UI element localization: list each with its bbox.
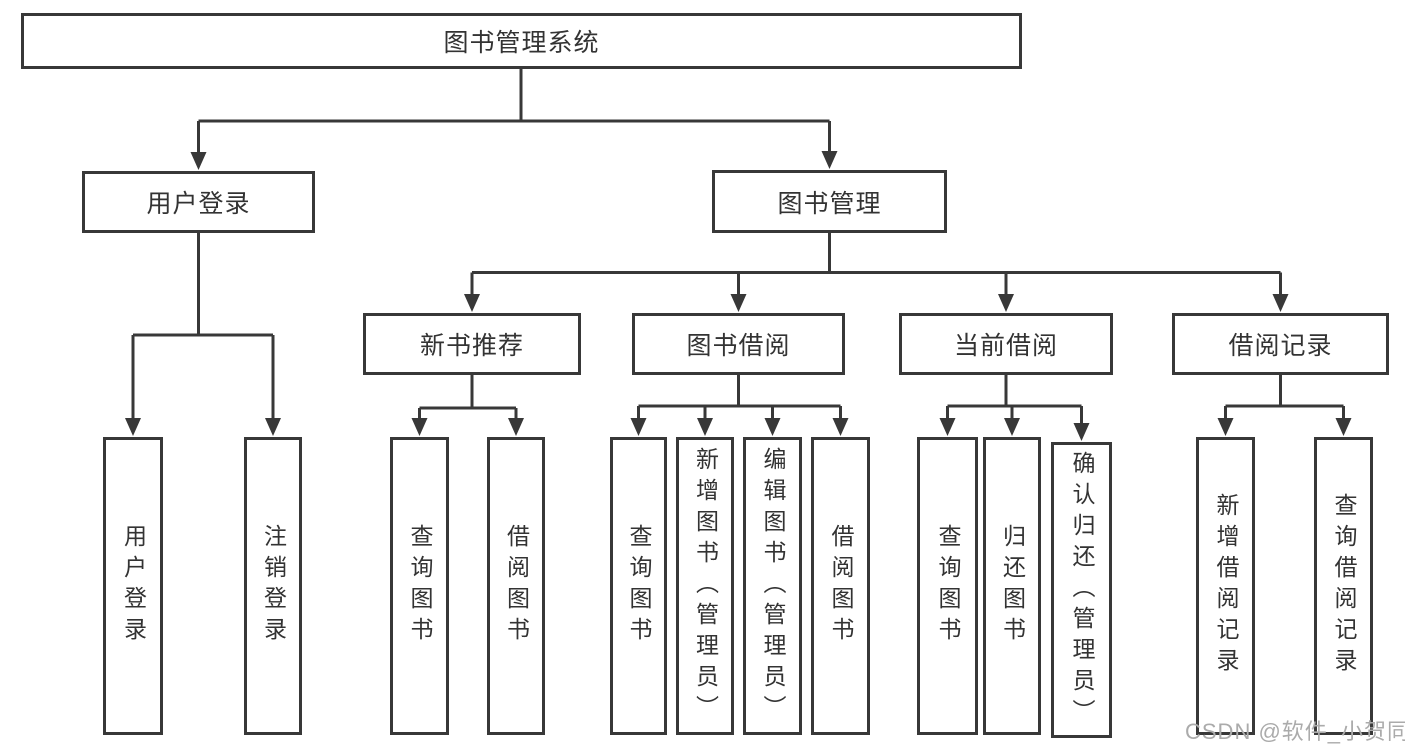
node-label: 归还图书: [999, 524, 1026, 648]
arrowhead-triangles: [125, 151, 1352, 441]
node-label: 注销登录: [260, 524, 287, 648]
node-label: 查询图书: [626, 524, 652, 648]
node-label: 图书管理: [777, 189, 882, 218]
node-book-borrowing: 图书借阅: [632, 313, 845, 375]
leaf-user-login: 用户登录: [103, 437, 163, 735]
node-current-borrowing: 当前借阅: [899, 313, 1113, 375]
node-user-login-group: 用户登录: [82, 171, 315, 233]
leaf-query-books-borrowing: 查询图书: [610, 437, 667, 735]
node-label: 新增借阅记录: [1213, 493, 1239, 679]
node-label: 借阅记录: [1228, 332, 1333, 360]
node-label: 用户登录: [120, 524, 147, 648]
connector-lines: [131, 69, 1345, 425]
leaf-edit-book-admin: 编辑图书（管理员）: [743, 437, 802, 735]
node-label: 图书管理系统: [443, 29, 600, 57]
leaf-query-books-current: 查询图书: [917, 437, 978, 735]
node-label: 当前借阅: [953, 332, 1058, 360]
leaf-logout: 注销登录: [244, 437, 302, 735]
node-borrowing-records: 借阅记录: [1172, 313, 1389, 375]
node-label: 用户登录: [146, 190, 251, 218]
watermark-text: CSDN @软件_小贺同学: [1185, 719, 1405, 744]
node-library-system: 图书管理系统: [21, 13, 1022, 69]
node-label: 图书借阅: [686, 332, 791, 360]
node-label: 借阅图书: [828, 524, 854, 648]
node-label: 确认归还（管理员）: [1069, 450, 1095, 730]
leaf-query-books-recommend: 查询图书: [390, 437, 449, 735]
leaf-borrow-books-borrowing: 借阅图书: [811, 437, 870, 735]
leaf-borrow-books-recommend: 借阅图书: [487, 437, 545, 735]
node-label: 新增图书（管理员）: [692, 446, 719, 726]
node-new-book-recommend: 新书推荐: [363, 313, 581, 375]
node-label: 借阅图书: [503, 524, 530, 648]
node-book-management: 图书管理: [712, 170, 947, 233]
node-label: 查询借阅记录: [1331, 493, 1357, 679]
leaf-add-book-admin: 新增图书（管理员）: [676, 437, 734, 735]
node-label: 编辑图书（管理员）: [760, 446, 786, 726]
node-label: 新书推荐: [419, 332, 524, 360]
leaf-confirm-return-admin: 确认归还（管理员）: [1051, 442, 1112, 738]
leaf-query-borrow-record: 查询借阅记录: [1314, 437, 1373, 735]
leaf-return-books: 归还图书: [983, 437, 1041, 735]
node-label: 查询图书: [407, 524, 433, 648]
node-label: 查询图书: [935, 524, 961, 648]
leaf-add-borrow-record: 新增借阅记录: [1196, 437, 1255, 735]
